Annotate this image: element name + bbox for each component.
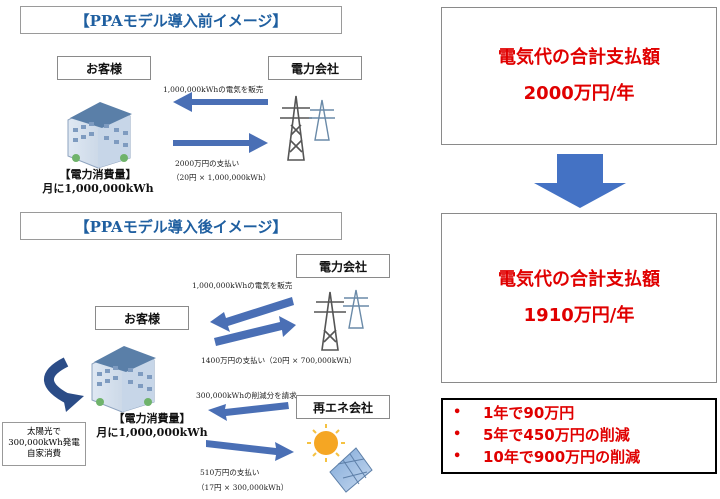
- bullet: •: [453, 449, 462, 464]
- reduction-text: 300,000kWhの削減分を請求: [196, 391, 297, 400]
- solar-line-3: 自家消費: [26, 449, 61, 459]
- consumption-value-after: 月に1,000,000kWh: [96, 426, 208, 439]
- bullet: •: [453, 427, 462, 442]
- pay-text-after: 1400万円の支払い（20円 × 700,000kWh）: [201, 356, 357, 365]
- arrow-customer-to-utility: [173, 133, 268, 153]
- solar-panel-icon: [329, 447, 373, 493]
- consumption-title: 【電力消費量】: [59, 168, 137, 181]
- savings-summary: • 1年で90万円 • 5年で450万円の削減 • 10年で900万円の削減: [441, 398, 717, 474]
- arrow-customer-to-renewable: [206, 440, 294, 461]
- building-icon: [67, 102, 132, 169]
- utility-label: 電力会社: [268, 56, 362, 80]
- total-before-value: 2000万円/年: [523, 83, 635, 104]
- after-title: 【PPAモデル導入後イメージ】: [20, 212, 342, 240]
- customer-label-after: お客様: [95, 306, 189, 330]
- power-tower-icon-after: [314, 291, 346, 351]
- arrow-renewable-to-customer: [208, 402, 289, 421]
- consumption-title-after: 【電力消費量】: [113, 412, 191, 425]
- power-tower-icon-2: [309, 99, 335, 141]
- summary-text: 1年で90万円: [483, 404, 575, 422]
- building-icon-after: [91, 346, 156, 413]
- summary-item: • 10年で900万円の削減: [449, 446, 715, 468]
- sell-text-after: 1,000,000kWhの電気を販売: [192, 281, 293, 290]
- bullet: •: [453, 405, 462, 420]
- down-arrow-icon: [534, 154, 626, 208]
- arrow-utility-to-customer: [173, 92, 268, 112]
- pay-text: 2000万円の支払い: [175, 159, 240, 168]
- arrow-utility-to-customer-after: [210, 297, 294, 332]
- consumption-after: 【電力消費量】 月に1,000,000kWh: [90, 412, 214, 440]
- summary-item: • 1年で90万円: [449, 402, 715, 424]
- customer-label: お客様: [57, 56, 151, 80]
- renewable-label: 再エネ会社: [296, 395, 390, 419]
- summary-text: 5年で450万円の削減: [483, 426, 630, 444]
- summary-item: • 5年で450万円の削減: [449, 424, 715, 446]
- total-before-label: 電気代の合計支払額: [498, 47, 660, 68]
- summary-text: 10年で900万円の削減: [483, 448, 641, 466]
- sun-icon: [307, 424, 345, 462]
- power-tower-icon-after-2: [343, 289, 369, 329]
- total-after-label: 電気代の合計支払額: [498, 269, 660, 290]
- total-after-value: 1910万円/年: [523, 305, 635, 326]
- arrow-customer-to-utility-after: [214, 316, 296, 346]
- utility-label-after: 電力会社: [296, 254, 390, 278]
- sell-text: 1,000,000kWhの電気を販売: [163, 85, 264, 94]
- solar-line-1: 太陽光で: [26, 427, 61, 437]
- solar-self-consumption-label: 太陽光で 300,000kWh発電 自家消費: [2, 422, 86, 466]
- before-title: 【PPAモデル導入前イメージ】: [20, 6, 342, 34]
- consumption-value: 月に1,000,000kWh: [42, 182, 154, 195]
- consumption: 【電力消費量】 月に1,000,000kWh: [36, 168, 160, 196]
- pay-calc: （20円 × 1,000,000kWh）: [172, 173, 271, 182]
- pay2-text: 510万円の支払い: [200, 468, 260, 477]
- total-before-box: 電気代の合計支払額 2000万円/年: [441, 7, 717, 145]
- solar-line-2: 300,000kWh発電: [8, 438, 80, 448]
- self-consumption-arrow-icon: [44, 357, 84, 412]
- total-after-box: 電気代の合計支払額 1910万円/年: [441, 213, 717, 383]
- power-tower-icon: [280, 95, 312, 161]
- pay2-calc: （17円 × 300,000kWh）: [197, 483, 289, 492]
